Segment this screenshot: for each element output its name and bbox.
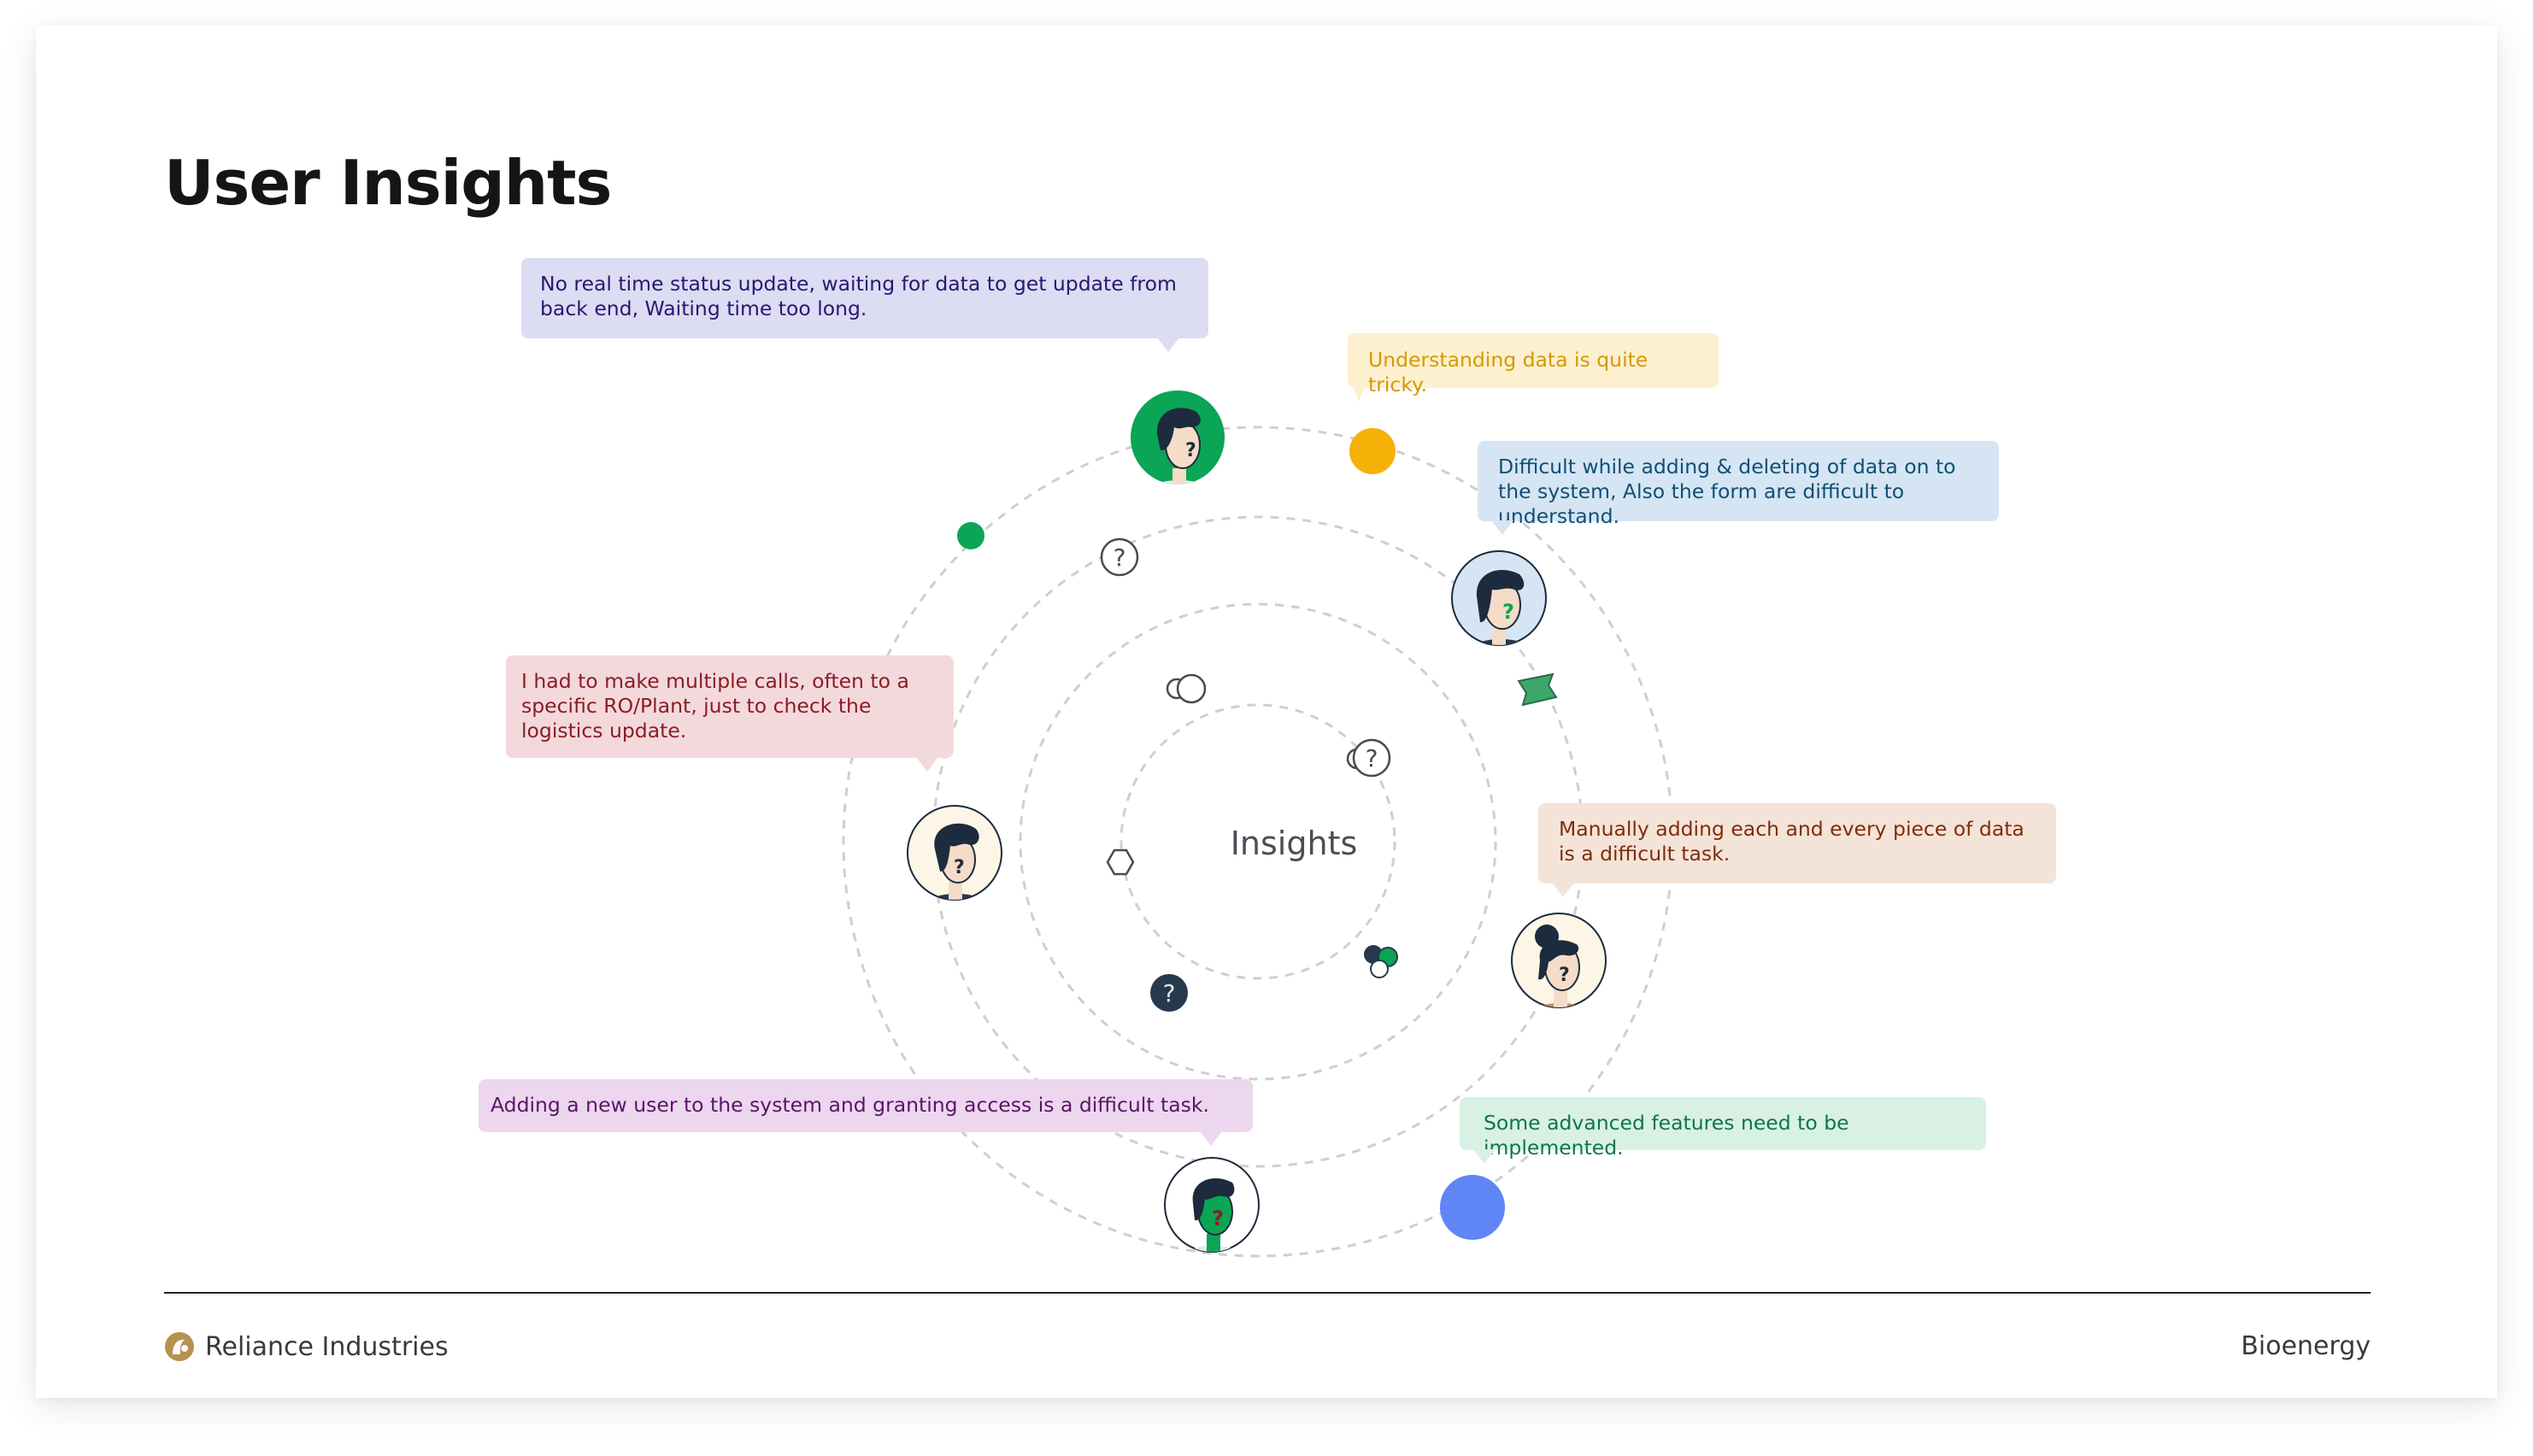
page-title: User Insights <box>164 147 612 219</box>
insights-orbit-diagram: ? ? ? <box>842 390 1674 1258</box>
footer-company: Reliance Industries <box>205 1331 449 1362</box>
svg-text:?: ? <box>1114 543 1126 572</box>
insight-bubble-2: Understanding data is quite tricky. <box>1348 333 1719 402</box>
center-label: Insights <box>1230 825 1358 862</box>
svg-text:?: ? <box>1212 1206 1224 1230</box>
insight-text-6: Adding a new user to the system and gran… <box>491 1093 1209 1117</box>
insight-text-7: Some advanced features need to be implem… <box>1484 1111 1849 1160</box>
insight-bubble-1: No real time status update, waiting for … <box>521 258 1208 352</box>
molecule-icon <box>1364 945 1398 978</box>
avatar-user-4: ? <box>1511 913 1607 1008</box>
insight-text-1: No real time status update, waiting for … <box>540 272 1177 320</box>
svg-text:?: ? <box>954 857 965 878</box>
insight-bubble-6: Adding a new user to the system and gran… <box>479 1079 1253 1146</box>
question-icon <box>1100 537 1139 577</box>
svg-text:?: ? <box>1185 440 1196 461</box>
avatar-user-3: ? <box>907 805 1002 901</box>
reliance-logo-icon <box>165 1332 194 1361</box>
orbit-ring-2 <box>1019 602 1497 1081</box>
insight-bubble-4: I had to make multiple calls, often to a… <box>506 655 954 772</box>
slide: User Insights ? ? <box>36 26 2497 1398</box>
blue-dot <box>1440 1175 1505 1240</box>
avatar-user-1: ? <box>1131 390 1225 484</box>
footer-division: Bioenergy <box>2241 1331 2371 1361</box>
avatar-user-5: ? <box>1164 1157 1260 1253</box>
insight-bubble-5: Manually adding each and every piece of … <box>1538 803 2056 897</box>
orbit-ring-inner <box>1120 703 1396 980</box>
insight-text-2: Understanding data is quite tricky. <box>1368 348 1649 396</box>
svg-text:?: ? <box>1163 979 1176 1007</box>
question-dark-icon: ? <box>1150 974 1188 1012</box>
insight-text-4: I had to make multiple calls, often to a… <box>521 669 909 743</box>
avatar-user-2: ? <box>1451 550 1547 646</box>
svg-text:?: ? <box>1502 600 1514 624</box>
hexagon-icon <box>1106 848 1135 876</box>
svg-text:?: ? <box>1366 744 1378 772</box>
insight-text-3: Difficult while adding & deleting of dat… <box>1498 455 1956 528</box>
question-bubble-icon <box>1346 738 1391 778</box>
footer-divider <box>164 1292 2371 1294</box>
insight-bubble-7: Some advanced features need to be implem… <box>1460 1097 1986 1164</box>
green-dot <box>957 522 984 549</box>
overlapping-circles-icon <box>1166 673 1207 704</box>
yellow-dot <box>1349 428 1396 474</box>
svg-text:?: ? <box>1559 965 1570 986</box>
ribbon-icon <box>1517 672 1558 707</box>
footer-brand: Reliance Industries <box>164 1331 449 1362</box>
insight-bubble-3: Difficult while adding & deleting of dat… <box>1478 441 1999 535</box>
insight-text-5: Manually adding each and every piece of … <box>1559 817 2025 866</box>
